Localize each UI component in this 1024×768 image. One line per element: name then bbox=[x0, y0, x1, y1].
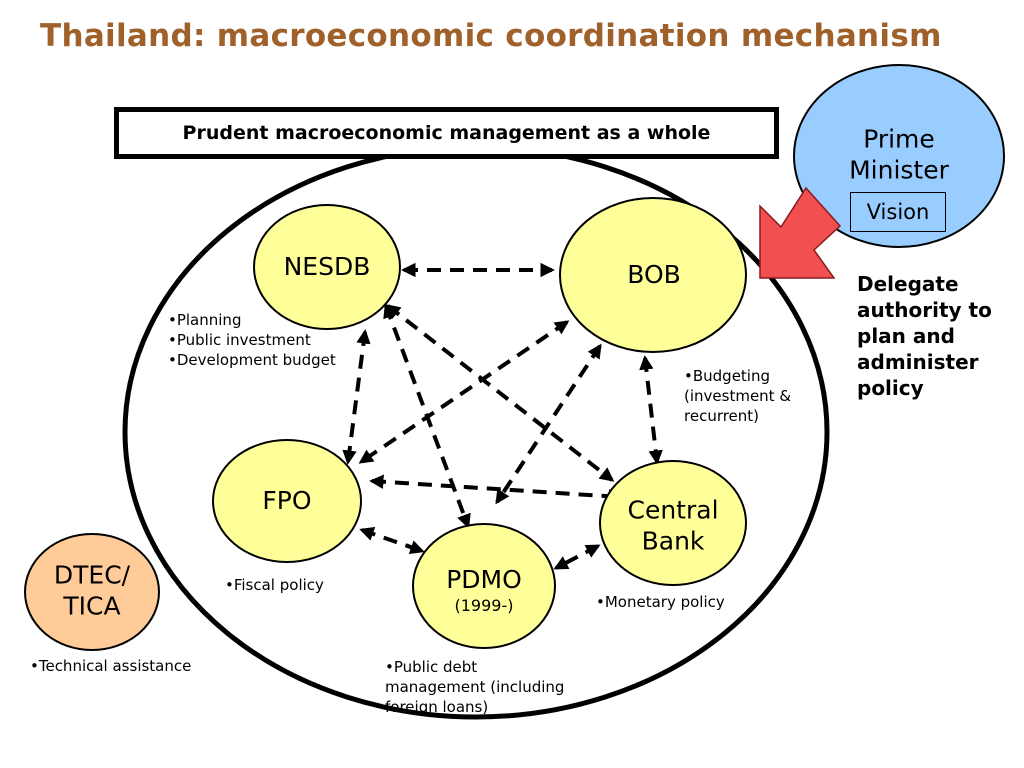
dtec-line1: DTEC/ bbox=[53, 560, 131, 590]
central-bank-note: •Monetary policy bbox=[596, 592, 725, 612]
nesdb-label: NESDB bbox=[283, 251, 371, 281]
bob-label: BOB bbox=[627, 259, 681, 289]
pdmo-circle bbox=[412, 523, 556, 649]
note-line: (investment & bbox=[684, 387, 792, 405]
page-title: Thailand: macroeconomic coordination mec… bbox=[40, 18, 942, 54]
prime-minister-line2: Minister bbox=[849, 155, 949, 184]
delegate-arrow bbox=[759, 186, 842, 279]
arrow-nesdb-fpo bbox=[342, 329, 371, 465]
note-line: management (including bbox=[385, 678, 565, 696]
dtec-note: •Technical assistance bbox=[30, 656, 191, 676]
note-line: •Public debt bbox=[385, 658, 478, 676]
banner: Prudent macroeconomic management as a wh… bbox=[114, 107, 779, 159]
dtec-line2: TICA bbox=[63, 591, 121, 620]
fpo-circle bbox=[212, 439, 362, 563]
delegate-line: Delegate bbox=[857, 272, 959, 296]
arrow-fpo-centralbank bbox=[369, 474, 623, 504]
delegate-line: policy bbox=[857, 376, 924, 400]
arrow-bob-pdmo bbox=[495, 343, 602, 505]
delegate-line: authority to bbox=[857, 298, 992, 322]
note-line: •Monetary policy bbox=[596, 593, 725, 611]
prime-minister-label: Prime Minister bbox=[849, 125, 949, 186]
prime-minister-line1: Prime bbox=[863, 124, 935, 154]
nesdb-note: •Planning •Public investment •Developmen… bbox=[168, 310, 336, 370]
note-line: •Fiscal policy bbox=[225, 576, 324, 594]
fpo-note: •Fiscal policy bbox=[225, 575, 324, 595]
vision-box: Vision bbox=[850, 192, 946, 232]
note-line: recurrent) bbox=[684, 407, 760, 425]
arrow-fpo-pdmo bbox=[359, 527, 425, 554]
bob-circle bbox=[559, 197, 747, 353]
banner-text: Prudent macroeconomic management as a wh… bbox=[182, 122, 711, 144]
vision-label: Vision bbox=[866, 200, 930, 224]
arrow-nesdb-centralbank bbox=[385, 304, 615, 482]
central-bank-circle bbox=[599, 460, 747, 586]
note-line: •Development budget bbox=[168, 351, 336, 369]
dtec-label: DTEC/ TICA bbox=[54, 561, 130, 622]
central-bank-label: Central Bank bbox=[627, 496, 718, 557]
fpo-label: FPO bbox=[262, 485, 312, 515]
arrow-bob-centralbank bbox=[639, 355, 663, 465]
dtec-circle bbox=[24, 533, 160, 651]
central-bank-line2: Bank bbox=[641, 526, 705, 555]
note-line: •Budgeting bbox=[684, 367, 770, 385]
arrow-centralbank-pdmo bbox=[553, 544, 601, 570]
central-bank-line1: Central bbox=[627, 495, 719, 525]
note-line: •Public investment bbox=[168, 331, 311, 349]
nesdb-circle bbox=[253, 204, 401, 330]
delegate-text: Delegate authority to plan and administe… bbox=[857, 271, 992, 401]
arrow-bob-fpo bbox=[358, 320, 570, 464]
pdmo-title: PDMO bbox=[446, 564, 522, 594]
pdmo-label: PDMO (1999-) bbox=[446, 565, 522, 615]
pdmo-subtitle: (1999-) bbox=[454, 595, 514, 615]
delegate-line: administer bbox=[857, 350, 979, 374]
note-line: •Technical assistance bbox=[30, 657, 192, 675]
prime-minister-circle bbox=[793, 64, 1005, 248]
bob-note: •Budgeting (investment & recurrent) bbox=[684, 366, 791, 426]
note-line: •Planning bbox=[168, 311, 242, 329]
delegate-line: plan and bbox=[857, 324, 955, 348]
